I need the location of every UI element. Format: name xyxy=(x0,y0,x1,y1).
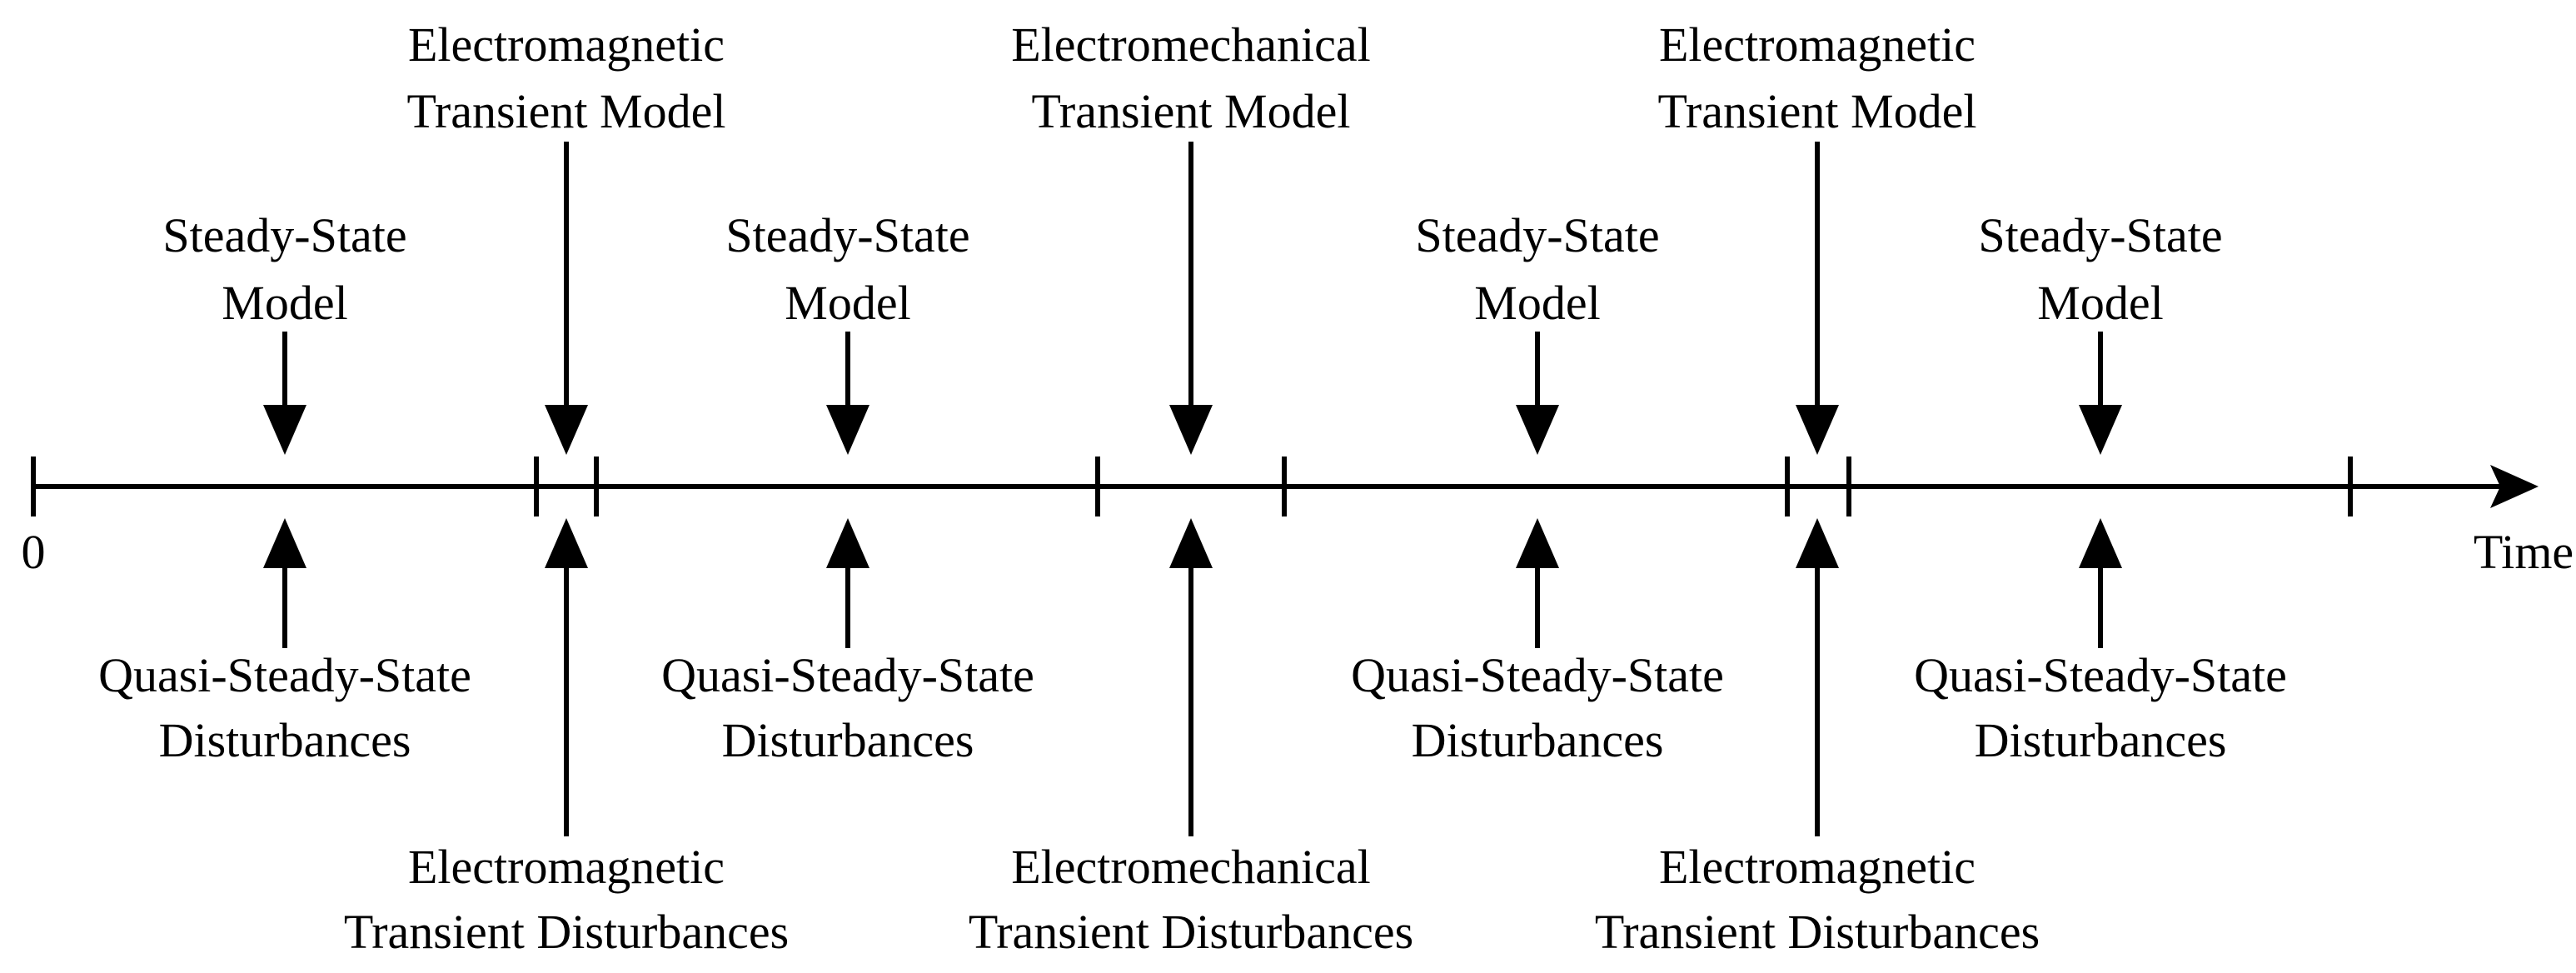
axis-ticks xyxy=(31,457,2353,516)
time-axis-arrowhead xyxy=(2490,465,2539,508)
model-label-line-2: Transient Model xyxy=(1658,84,1977,138)
segment-3: Steady-State Model Quasi-Steady-State Di… xyxy=(661,208,1034,767)
disturbance-label-line-2: Disturbances xyxy=(159,713,411,767)
model-label-line-1: Steady-State xyxy=(725,208,969,262)
disturbance-arrow-up-icon xyxy=(2079,518,2122,568)
model-label-line-1: Electromagnetic xyxy=(1659,17,1976,72)
model-label-line-2: Transient Model xyxy=(1032,84,1351,138)
model-arrow-down-icon xyxy=(2079,405,2122,455)
disturbance-label-line-1: Electromagnetic xyxy=(1659,840,1976,894)
model-arrow-down-icon xyxy=(545,405,588,455)
model-label-line-2: Model xyxy=(785,276,910,330)
model-arrow-down-icon xyxy=(826,405,869,455)
model-label-line-2: Transient Model xyxy=(407,84,726,138)
disturbance-label-line-1: Quasi-Steady-State xyxy=(1351,648,1724,702)
disturbance-label-line-2: Disturbances xyxy=(722,713,974,767)
model-label-line-1: Steady-State xyxy=(162,208,406,262)
disturbance-arrow-up-icon xyxy=(263,518,306,568)
disturbance-label-line-1: Electromechanical xyxy=(1011,840,1371,894)
model-label-line-1: Steady-State xyxy=(1978,208,2222,262)
model-label-line-2: Model xyxy=(1474,276,1600,330)
model-label-line-1: Steady-State xyxy=(1415,208,1659,262)
disturbance-label-line-2: Transient Disturbances xyxy=(344,905,789,959)
model-arrow-down-icon xyxy=(1796,405,1839,455)
disturbance-arrow-up-icon xyxy=(545,518,588,568)
model-label-line-2: Model xyxy=(222,276,347,330)
segment-4: Electromechanical Transient Model Electr… xyxy=(969,17,1413,959)
disturbance-label-line-2: Disturbances xyxy=(1412,713,1664,767)
disturbance-label-line-2: Disturbances xyxy=(1975,713,2227,767)
model-arrow-down-icon xyxy=(1169,405,1213,455)
disturbance-arrow-up-icon xyxy=(1169,518,1213,568)
time-label: Time xyxy=(2474,525,2574,579)
model-label-line-1: Electromechanical xyxy=(1011,17,1371,72)
disturbance-label-line-2: Transient Disturbances xyxy=(969,905,1413,959)
disturbance-label-line-1: Quasi-Steady-State xyxy=(661,648,1034,702)
disturbance-arrow-up-icon xyxy=(826,518,869,568)
model-label-line-1: Electromagnetic xyxy=(408,17,725,72)
segment-5: Steady-State Model Quasi-Steady-State Di… xyxy=(1351,208,1724,767)
segment-6: Electromagnetic Transient Model Electrom… xyxy=(1595,17,2040,959)
model-label-line-2: Model xyxy=(2037,276,2163,330)
disturbance-label-line-1: Quasi-Steady-State xyxy=(98,648,471,702)
segment-2: Electromagnetic Transient Model Electrom… xyxy=(344,17,789,959)
disturbance-label-line-1: Electromagnetic xyxy=(408,840,725,894)
disturbance-arrow-up-icon xyxy=(1516,518,1559,568)
model-arrow-down-icon xyxy=(1516,405,1559,455)
model-arrow-down-icon xyxy=(263,405,306,455)
origin-label: 0 xyxy=(22,525,46,579)
disturbance-label-line-1: Quasi-Steady-State xyxy=(1914,648,2287,702)
segment-7: Steady-State Model Quasi-Steady-State Di… xyxy=(1914,208,2287,767)
segment-1: Steady-State Model Quasi-Steady-State Di… xyxy=(98,208,471,767)
disturbance-arrow-up-icon xyxy=(1796,518,1839,568)
disturbance-label-line-2: Transient Disturbances xyxy=(1595,905,2040,959)
